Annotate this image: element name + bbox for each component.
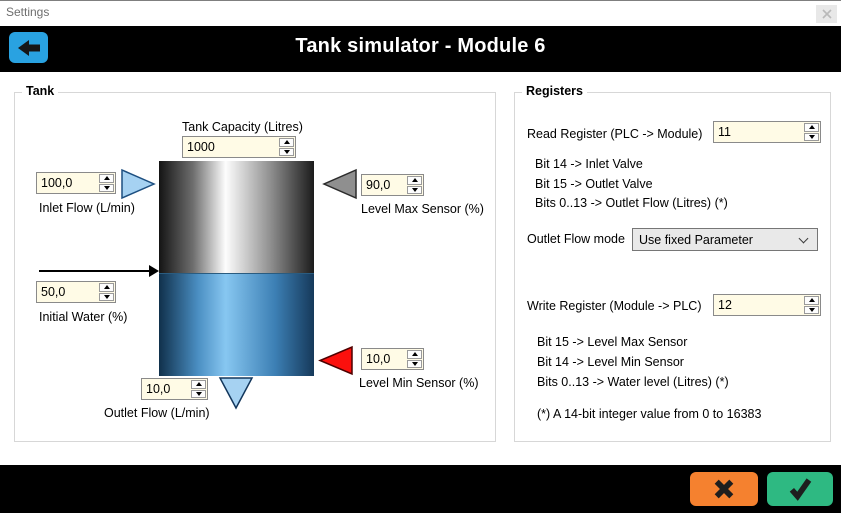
cancel-button[interactable] bbox=[690, 472, 758, 506]
spin-up-icon bbox=[103, 176, 110, 181]
header: Tank simulator - Module 6 bbox=[0, 26, 841, 72]
cancel-x-icon bbox=[714, 479, 734, 499]
close-icon bbox=[821, 9, 832, 19]
level-min-spin-up-button[interactable] bbox=[407, 350, 422, 359]
read-bit-line: Bits 0..13 -> Outlet Flow (Litres) (*) bbox=[535, 196, 728, 210]
outlet-valve-triangle-icon bbox=[218, 377, 254, 410]
read-register-input[interactable]: 11 bbox=[713, 121, 821, 143]
level-min-label: Level Min Sensor (%) bbox=[359, 376, 479, 390]
tank-groupbox: Tank Tank Capacity (Litres) 1000 100,0 bbox=[14, 84, 496, 442]
level-min-value: 10,0 bbox=[366, 352, 391, 366]
tank-water-region bbox=[159, 273, 314, 376]
outlet-flow-mode-value: Use fixed Parameter bbox=[639, 232, 753, 247]
level-max-triangle-icon bbox=[322, 168, 357, 200]
initial-water-label: Initial Water (%) bbox=[39, 310, 128, 324]
read-register-spin-down-button[interactable] bbox=[804, 132, 819, 141]
tank-capacity-input[interactable]: 1000 bbox=[182, 136, 296, 158]
write-register-spin-down-button[interactable] bbox=[804, 305, 819, 314]
outlet-flow-label: Outlet Flow (L/min) bbox=[104, 406, 210, 420]
level-min-input[interactable]: 10,0 bbox=[361, 348, 424, 370]
level-max-spin-down-button[interactable] bbox=[407, 185, 422, 194]
read-register-value: 11 bbox=[718, 125, 731, 139]
spin-up-icon bbox=[411, 352, 418, 357]
write-register-bit-list: Bit 15 -> Level Max Sensor Bit 14 -> Lev… bbox=[537, 332, 729, 392]
read-register-spin-up-button[interactable] bbox=[804, 123, 819, 132]
spin-up-icon bbox=[283, 140, 290, 145]
spin-up-icon bbox=[808, 125, 815, 130]
initial-water-input[interactable]: 50,0 bbox=[36, 281, 116, 303]
spin-up-icon bbox=[808, 298, 815, 303]
registers-footnote: (*) A 14-bit integer value from 0 to 163… bbox=[537, 407, 762, 421]
read-register-label: Read Register (PLC -> Module) bbox=[527, 127, 703, 141]
outlet-flow-value: 10,0 bbox=[146, 382, 171, 396]
confirm-check-icon bbox=[789, 478, 812, 501]
write-register-value: 12 bbox=[718, 298, 732, 312]
write-bit-line: Bits 0..13 -> Water level (Litres) (*) bbox=[537, 375, 729, 389]
close-button[interactable] bbox=[816, 5, 837, 23]
tank-capacity-value: 1000 bbox=[187, 140, 215, 154]
window-title: Settings bbox=[6, 5, 50, 19]
tank-group-legend: Tank bbox=[22, 84, 59, 98]
level-max-spin-up-button[interactable] bbox=[407, 176, 422, 185]
level-max-input[interactable]: 90,0 bbox=[361, 174, 424, 196]
spin-up-icon bbox=[103, 285, 110, 290]
read-register-bit-list: Bit 14 -> Inlet Valve Bit 15 -> Outlet V… bbox=[535, 155, 728, 214]
spin-down-icon bbox=[283, 149, 290, 154]
outlet-flow-spin-down-button[interactable] bbox=[191, 389, 206, 398]
write-register-spin-up-button[interactable] bbox=[804, 296, 819, 305]
outlet-flow-input[interactable]: 10,0 bbox=[141, 378, 208, 400]
tank-empty-region bbox=[159, 161, 314, 273]
read-bit-line: Bit 15 -> Outlet Valve bbox=[535, 176, 653, 191]
tank-capacity-spin-down-button[interactable] bbox=[279, 147, 294, 156]
write-bit-line: Bit 14 -> Level Min Sensor bbox=[537, 355, 684, 369]
spin-down-icon bbox=[411, 361, 418, 366]
spin-up-icon bbox=[195, 382, 202, 387]
footer bbox=[0, 465, 841, 513]
back-button[interactable] bbox=[9, 32, 48, 63]
page-title: Tank simulator - Module 6 bbox=[295, 35, 546, 57]
inlet-valve-triangle-icon bbox=[121, 168, 156, 200]
outlet-flow-mode-select[interactable]: Use fixed Parameter bbox=[632, 228, 818, 251]
spin-down-icon bbox=[103, 185, 110, 190]
registers-group-legend: Registers bbox=[522, 84, 587, 98]
level-max-label: Level Max Sensor (%) bbox=[361, 202, 484, 216]
inlet-flow-label: Inlet Flow (L/min) bbox=[39, 201, 135, 215]
outlet-flow-spin-up-button[interactable] bbox=[191, 380, 206, 389]
spin-down-icon bbox=[103, 294, 110, 299]
initial-water-spin-down-button[interactable] bbox=[99, 292, 114, 301]
tank-graphic bbox=[159, 161, 314, 376]
content: Tank Tank Capacity (Litres) 1000 100,0 bbox=[0, 72, 841, 465]
level-max-value: 90,0 bbox=[366, 178, 391, 192]
confirm-button[interactable] bbox=[767, 472, 833, 506]
write-register-input[interactable]: 12 bbox=[713, 294, 821, 316]
spin-down-icon bbox=[808, 134, 815, 139]
back-arrow-icon bbox=[17, 39, 40, 56]
spin-down-icon bbox=[411, 187, 418, 192]
initial-water-arrow-icon bbox=[149, 265, 159, 277]
inlet-flow-value: 100,0 bbox=[41, 176, 73, 190]
inlet-flow-spin-down-button[interactable] bbox=[99, 183, 114, 192]
write-register-label: Write Register (Module -> PLC) bbox=[527, 299, 702, 313]
initial-water-value: 50,0 bbox=[41, 285, 66, 299]
chevron-down-icon bbox=[798, 233, 809, 243]
outlet-flow-mode-label: Outlet Flow mode bbox=[527, 232, 625, 246]
level-min-spin-down-button[interactable] bbox=[407, 359, 422, 368]
registers-groupbox: Registers Read Register (PLC -> Module) … bbox=[514, 84, 831, 442]
inlet-flow-spin-up-button[interactable] bbox=[99, 174, 114, 183]
spin-up-icon bbox=[411, 178, 418, 183]
write-bit-line: Bit 15 -> Level Max Sensor bbox=[537, 335, 688, 349]
tank-capacity-spin-up-button[interactable] bbox=[279, 138, 294, 147]
initial-water-arrow-line bbox=[39, 270, 151, 272]
read-bit-line: Bit 14 -> Inlet Valve bbox=[535, 157, 643, 171]
spin-down-icon bbox=[195, 391, 202, 396]
level-min-triangle-icon bbox=[318, 345, 353, 376]
initial-water-spin-up-button[interactable] bbox=[99, 283, 114, 292]
tank-capacity-label: Tank Capacity (Litres) bbox=[182, 120, 303, 134]
spin-down-icon bbox=[808, 307, 815, 312]
inlet-flow-input[interactable]: 100,0 bbox=[36, 172, 116, 194]
titlebar: Settings bbox=[0, 1, 841, 26]
